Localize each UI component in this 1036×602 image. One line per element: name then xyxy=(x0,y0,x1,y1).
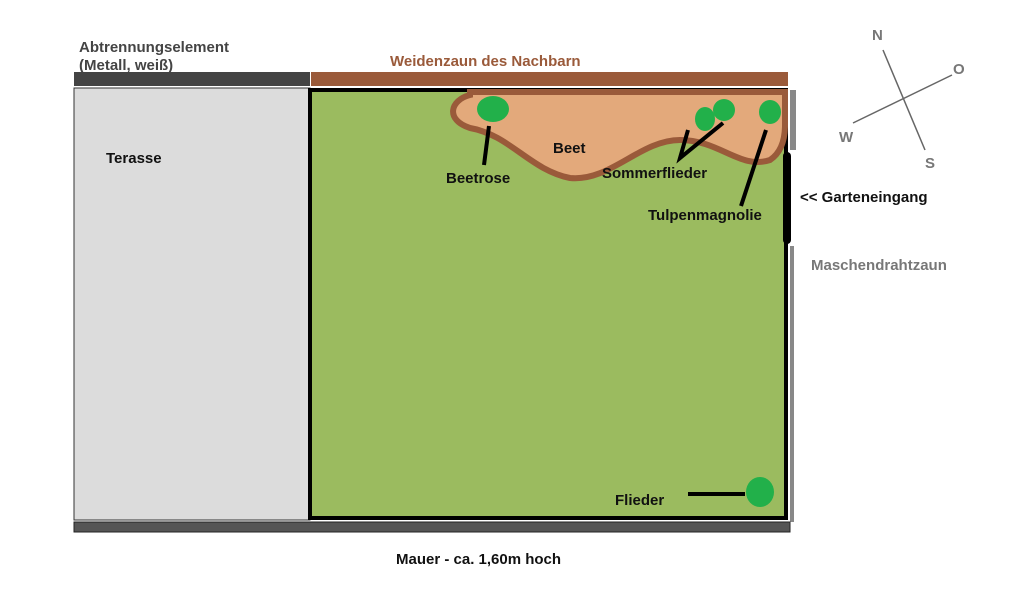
garden-entrance-gate xyxy=(783,152,791,244)
divider-sublabel: (Metall, weiß) xyxy=(79,57,173,74)
neighbor-fence-label: Weidenzaun des Nachbarn xyxy=(390,53,581,70)
sommerflieder-plant-2 xyxy=(713,99,735,121)
wall-bar xyxy=(73,521,791,533)
compass-w: W xyxy=(839,129,854,146)
sommerflieder-label: Sommerflieder xyxy=(602,165,707,182)
pointer-lines xyxy=(482,121,768,496)
tulpenmagnolie-plant xyxy=(759,100,781,124)
sommerflieder-plant-1 xyxy=(695,107,715,131)
wire-fence-label: Maschendrahtzaun xyxy=(811,257,947,274)
divider-label: Abtrennungselement xyxy=(79,39,229,56)
compass xyxy=(852,49,953,151)
wire-fence-upper xyxy=(790,90,796,150)
wall-label: Mauer - ca. 1,60m hoch xyxy=(396,551,561,568)
divider-bar xyxy=(74,72,310,86)
neighbor-fence-bar xyxy=(311,72,788,86)
entrance-label: << Garteneingang xyxy=(800,189,928,206)
flieder-plant xyxy=(746,477,774,507)
tulpenmagnolie-label: Tulpenmagnolie xyxy=(648,207,762,224)
compass-o: O xyxy=(953,61,965,78)
compass-n: N xyxy=(872,27,883,44)
lilac-label: Flieder xyxy=(615,492,664,509)
bed-label: Beet xyxy=(553,140,586,157)
terrace-label: Terasse xyxy=(106,150,162,167)
beetrose-plant xyxy=(477,96,509,122)
terrace-area xyxy=(73,87,311,521)
wire-fence-lower xyxy=(790,246,794,522)
compass-s: S xyxy=(925,155,935,172)
beetrose-label: Beetrose xyxy=(446,170,510,187)
